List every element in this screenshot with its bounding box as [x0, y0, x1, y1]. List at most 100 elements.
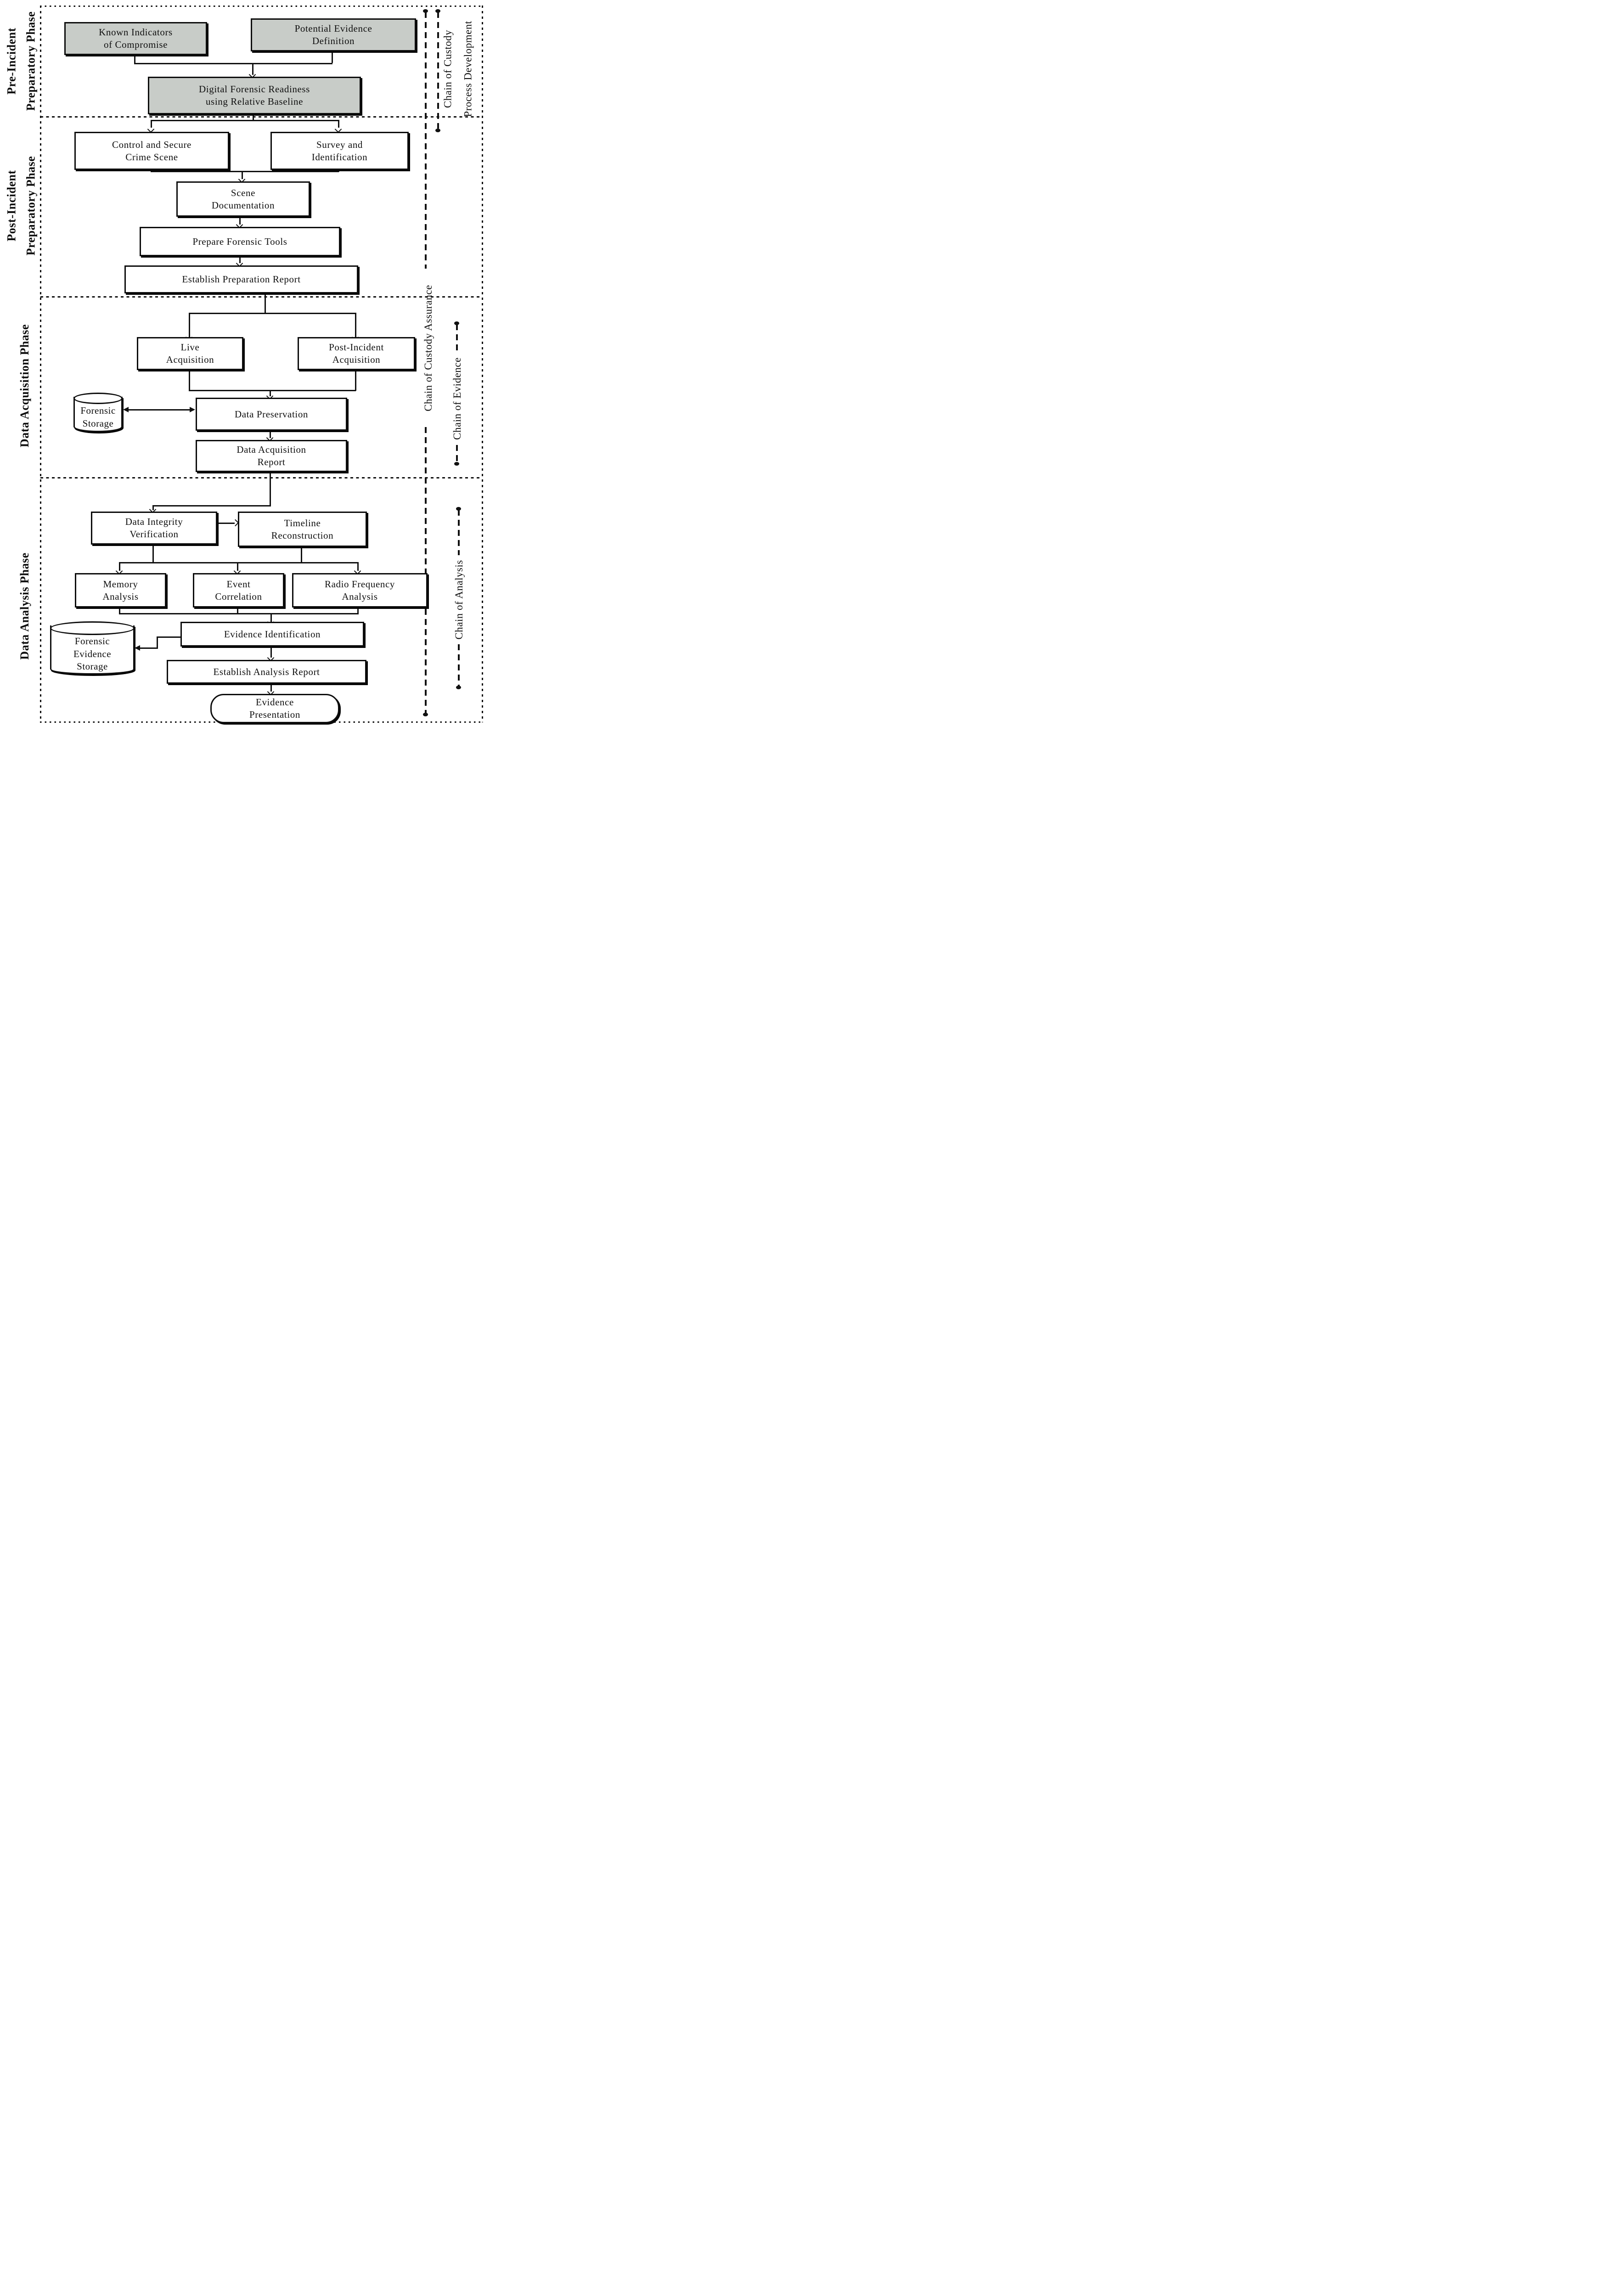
chain-of-evidence-line	[456, 445, 458, 462]
phase-boundary-2	[40, 296, 482, 298]
node-label-line: of Compromise	[103, 39, 168, 50]
flow-line	[214, 523, 235, 524]
phase-label-line: Preparatory Phase	[24, 11, 37, 111]
flow-line	[189, 313, 190, 337]
flow-line	[270, 646, 272, 658]
node-label-line: Evidence	[256, 697, 294, 708]
flow-line	[134, 63, 332, 64]
node-timeline-reconstruction: Timeline Reconstruction	[238, 512, 367, 547]
node-control-secure-crime-scene: Control and Secure Crime Scene	[74, 132, 229, 170]
node-label-line: Radio Frequency	[324, 578, 395, 590]
flow-line	[239, 253, 241, 263]
chain-of-custody-assurance-line	[425, 12, 427, 269]
frame-top	[40, 6, 483, 7]
node-label-line: Establish Analysis Report	[213, 666, 320, 677]
node-survey-identification: Survey and Identification	[270, 132, 409, 170]
node-label-line: Evidence	[73, 648, 112, 659]
chain-of-analysis-line	[458, 644, 460, 687]
node-forensic-storage-cylinder: Forensic Storage	[73, 393, 123, 432]
node-label-line: Survey and	[316, 139, 363, 150]
flow-line	[270, 469, 271, 506]
node-label-line: using Relative Baseline	[205, 96, 304, 107]
node-label-line: Reconstruction	[271, 529, 334, 541]
storage-link-line	[157, 636, 180, 638]
node-label-line: Memory	[103, 578, 138, 590]
flow-line	[253, 112, 254, 120]
node-label-line: Timeline	[284, 517, 321, 529]
storage-link-line	[157, 636, 158, 648]
chain-line-terminal	[435, 9, 440, 13]
node-label-line: Prepare Forensic Tools	[192, 236, 287, 247]
flow-line	[237, 605, 238, 614]
chain-line-terminal	[423, 713, 428, 716]
node-event-correlation: Event Correlation	[193, 573, 284, 608]
node-label-line: Storage	[82, 417, 114, 429]
chain-of-custody-assurance-line	[425, 427, 427, 714]
phase-label-line: Post-Incident	[5, 170, 18, 242]
node-label-line: Post-Incident	[329, 342, 384, 353]
flow-line	[151, 120, 339, 121]
chain-line-terminal	[456, 507, 461, 511]
flow-line	[270, 390, 271, 396]
node-label-line: Potential Evidence	[294, 23, 372, 34]
node-memory-analysis: Memory Analysis	[75, 573, 166, 608]
node-label-line: Live	[180, 342, 200, 353]
flow-line	[189, 390, 356, 391]
flow-line	[270, 428, 271, 438]
chain-line-terminal	[435, 129, 440, 132]
node-label: Forensic Storage	[73, 405, 123, 430]
storage-link-line	[125, 409, 194, 411]
node-label-line: Crime Scene	[125, 151, 178, 163]
node-establish-analysis-report: Establish Analysis Report	[167, 660, 366, 684]
node-data-acquisition-report: Data Acquisition Report	[196, 440, 347, 472]
node-prepare-forensic-tools: Prepare Forensic Tools	[140, 227, 340, 256]
node-label-line: Report	[257, 456, 286, 467]
flow-line	[239, 214, 241, 225]
node-label-line: Definition	[312, 35, 355, 46]
phase-label-line: Data Acquisition Phase	[18, 324, 32, 448]
annotation-text: Chain of Evidence	[451, 357, 463, 440]
phase-boundary-1	[40, 116, 482, 118]
node-label-line: Analysis	[102, 591, 139, 602]
chain-line-terminal	[454, 462, 459, 466]
flow-line	[119, 605, 120, 614]
flow-line	[152, 542, 154, 563]
node-evidence-identification: Evidence Identification	[180, 622, 364, 647]
frame-right	[482, 6, 483, 722]
flow-line	[357, 562, 359, 571]
chain-line-terminal	[423, 9, 428, 13]
flow-line	[301, 544, 302, 563]
node-digital-forensic-readiness: Digital Forensic Readiness using Relativ…	[148, 77, 361, 114]
flow-line	[270, 613, 272, 622]
node-label-line: Data Integrity	[125, 516, 183, 528]
chain-of-evidence-line	[456, 324, 458, 353]
phase-label-line: Preparatory Phase	[24, 156, 37, 256]
node-data-preservation: Data Preservation	[196, 398, 347, 431]
node-label-line: Verification	[130, 529, 179, 540]
flow-line	[265, 291, 266, 313]
node-label-line: Acquisition	[166, 354, 214, 365]
node-known-indicators: Known Indicators of Compromise	[64, 22, 207, 55]
node-radio-frequency-analysis: Radio Frequency Analysis	[292, 573, 428, 608]
node-label-line: Digital Forensic Readiness	[199, 84, 310, 95]
flow-line	[332, 49, 333, 63]
node-label-line: Scene	[231, 187, 256, 198]
node-forensic-evidence-storage-cylinder: Forensic Evidence Storage	[50, 621, 135, 675]
flow-line	[189, 370, 190, 391]
node-data-integrity-verification: Data Integrity Verification	[91, 512, 217, 545]
node-label-line: Event	[226, 578, 251, 590]
arrowhead-right	[190, 407, 195, 412]
node-label: Forensic Evidence Storage	[50, 635, 135, 673]
node-label-line: Identification	[311, 151, 368, 163]
flow-line	[237, 562, 238, 571]
chain-of-analysis-line	[458, 510, 460, 555]
phase-label-line: Pre-Incident	[5, 28, 18, 95]
flow-line	[189, 313, 355, 314]
flow-line	[357, 605, 359, 614]
custody-development-line	[437, 12, 439, 129]
flow-line	[270, 681, 272, 692]
node-label-line: Known Indicators	[99, 27, 173, 38]
node-label-line: Establish Preparation Report	[182, 274, 301, 285]
flow-line	[152, 505, 271, 506]
arrowhead-left	[135, 645, 140, 651]
